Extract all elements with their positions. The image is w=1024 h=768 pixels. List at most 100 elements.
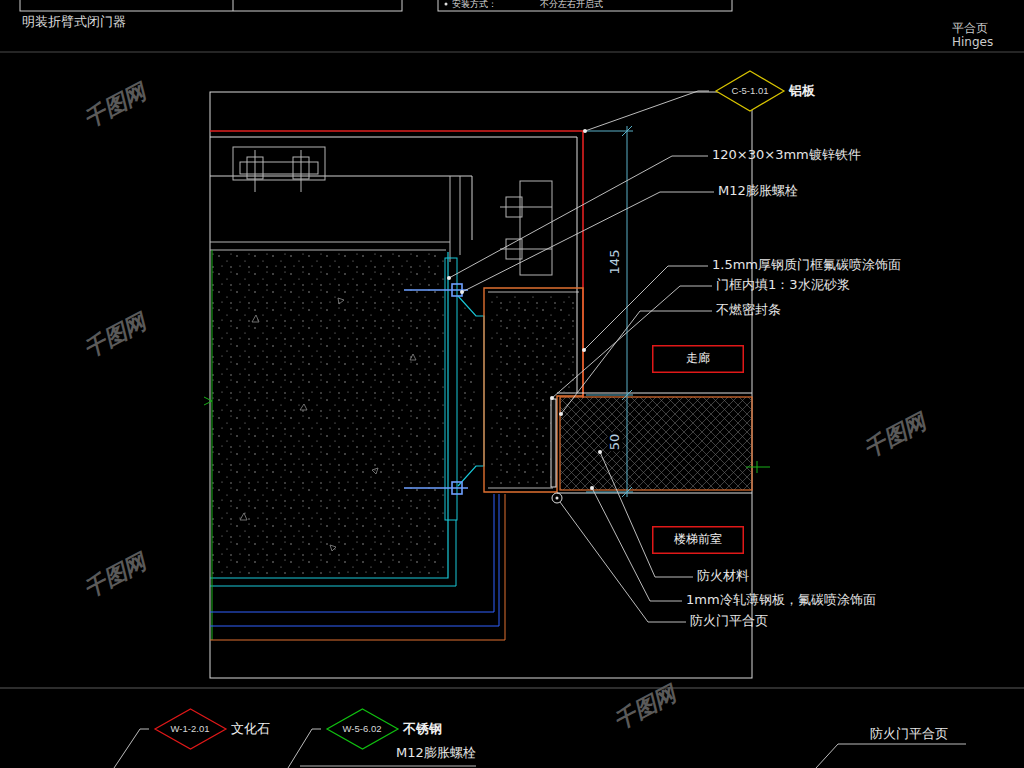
part-label: 120×30×3mm镀锌铁件	[712, 148, 861, 163]
leader	[449, 156, 708, 278]
bolt-plate	[240, 162, 318, 174]
axis-line	[212, 250, 213, 640]
leader-dot	[582, 348, 586, 352]
sheet-rule	[0, 688, 1024, 689]
leader	[300, 766, 476, 767]
part-label: 防火门平合页	[690, 614, 768, 629]
finish-line	[210, 494, 505, 640]
part-label: 不燃密封条	[716, 303, 781, 318]
leader	[600, 452, 693, 577]
aggregate-mark	[300, 404, 307, 410]
aggregate-mark	[252, 315, 259, 322]
wall-outline	[210, 520, 456, 586]
material-name: 不锈钢	[403, 722, 442, 737]
aggregate-mark	[410, 354, 416, 360]
aggregate-mark	[330, 545, 336, 551]
leader	[114, 729, 149, 768]
steel-frame-profile	[458, 296, 484, 486]
aggregate	[240, 298, 416, 551]
reference-diamond: C-5-1.01铝板	[715, 70, 785, 112]
leader	[585, 91, 709, 131]
diamond-shape	[155, 709, 226, 749]
dimension-tick	[622, 126, 632, 497]
dimension-value: 50	[608, 433, 623, 452]
embedded-plate	[445, 258, 457, 520]
reference-code: W-1-2.01	[171, 724, 210, 735]
watermark: 千图网	[80, 309, 150, 362]
door-leaf	[560, 397, 752, 490]
watermark: 千图网	[610, 681, 680, 734]
room-tag: 走廊	[652, 345, 744, 373]
detail-frame	[210, 92, 752, 678]
part-label: 1mm冷轧薄钢板，氟碳喷涂饰面	[686, 593, 876, 608]
bolt-nut	[452, 284, 462, 296]
table-cell-text: 安装方式：	[452, 0, 497, 9]
leader	[561, 311, 712, 414]
aggregate-mark	[372, 468, 378, 474]
part-label: M12膨胀螺栓	[718, 184, 798, 199]
leader	[288, 729, 321, 768]
bolt-shank	[404, 290, 468, 488]
table-cell	[438, 0, 732, 11]
reference-code: C-5-1.01	[732, 86, 769, 97]
table-cell-text: 不分左右开启式	[540, 0, 603, 9]
sheet-heading: 明装折臂式闭门器	[22, 15, 126, 30]
sheet-title: 平合页	[952, 22, 988, 36]
dimension-value: 145	[608, 249, 623, 276]
steel-flange	[210, 242, 450, 250]
hinge-pin	[556, 497, 559, 500]
steel-angle	[210, 176, 472, 240]
leader-dot	[447, 276, 451, 280]
aggregate-mark	[338, 298, 344, 304]
table-divider	[233, 0, 234, 11]
bolt-shank	[255, 150, 301, 192]
reference-diamond: W-5-6.02不锈钢	[326, 708, 399, 750]
material-name: 文化石	[231, 722, 270, 737]
extension-line	[586, 131, 633, 492]
leader-dot	[590, 486, 594, 490]
leader	[584, 266, 708, 350]
diamond-shape	[716, 71, 784, 111]
part-label: 防火门平合页	[870, 727, 948, 742]
part-label: 门框内填1：3水泥砂浆	[716, 278, 850, 293]
door-skin	[557, 393, 752, 493]
axis-marker	[204, 397, 212, 405]
table-cell	[20, 0, 402, 11]
reference-code: W-5-6.02	[343, 724, 382, 735]
mortar-fill	[458, 300, 476, 482]
leader	[560, 502, 686, 622]
leader-dot	[460, 290, 464, 294]
part-label: 防火材料	[697, 569, 749, 584]
part-label: M12膨胀螺栓	[396, 746, 476, 761]
material-name: 铝板	[789, 84, 815, 99]
sheet-rule	[0, 52, 1024, 53]
reference-diamond: W-1-2.01文化石	[154, 708, 227, 750]
steel-web	[450, 176, 460, 262]
room-name: 楼梯前室	[674, 533, 722, 547]
room-tag: 楼梯前室	[652, 526, 744, 554]
dimension-line	[627, 126, 628, 497]
room-name: 走廊	[686, 352, 710, 366]
leader	[552, 286, 712, 398]
diamond-shape	[327, 709, 398, 749]
leader-dots	[447, 129, 602, 490]
concrete-wall	[212, 252, 445, 577]
leader-dot	[559, 412, 563, 416]
box-shape	[653, 346, 744, 373]
leader	[816, 744, 966, 768]
leader-dot	[583, 129, 587, 133]
leader-dot	[550, 396, 554, 400]
leader-dot	[598, 450, 602, 454]
wall-outline	[210, 252, 448, 578]
watermark: 千图网	[80, 549, 150, 602]
bullet-dot	[445, 3, 448, 6]
box-shape	[653, 527, 744, 554]
steel-support	[210, 147, 552, 275]
expansion-bolts	[404, 284, 468, 494]
bolt-nut	[452, 482, 462, 494]
hinge	[552, 493, 562, 503]
